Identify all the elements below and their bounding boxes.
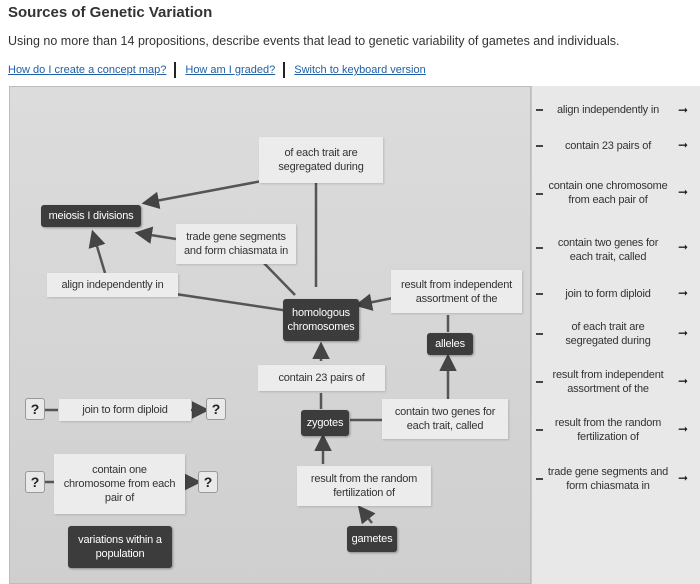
how-graded-link[interactable]: How am I graded?: [185, 64, 276, 76]
help-links: How do I create a concept map? How am I …: [8, 62, 426, 78]
node-alleles[interactable]: alleles: [427, 333, 473, 355]
connection-lines: [44, 176, 457, 525]
panel-item-handle: [536, 109, 543, 111]
panel-item-handle: [536, 333, 543, 335]
create-concept-map-link[interactable]: How do I create a concept map?: [8, 64, 167, 76]
panel-item-handle: [536, 381, 543, 383]
node-of-each-trait[interactable]: of each trait are segregated during: [259, 137, 383, 183]
link-align-to-meiosis: [88, 229, 107, 274]
node-contain-one-chromosome[interactable]: contain one chromosome from each pair of: [54, 454, 185, 514]
linking-phrases-panel[interactable]: [531, 86, 700, 584]
node-trade-gene-segments[interactable]: trade gene segments and form chiasmata i…: [176, 224, 296, 264]
panel-item-handle: [536, 193, 543, 195]
link-homologous-to-trade: [259, 258, 296, 296]
node-contain-23-pairs[interactable]: contain 23 pairs of: [258, 365, 385, 391]
link-divider: [174, 62, 177, 78]
concept-map-canvas[interactable]: of each trait are segregated during meio…: [9, 86, 531, 584]
node-meiosis-divisions[interactable]: meiosis I divisions: [41, 205, 141, 227]
panel-item-handle: [536, 429, 543, 431]
instructions: Using no more than 14 propositions, desc…: [8, 34, 620, 48]
arrow-right-icon: ➞: [678, 240, 689, 254]
arrow-right-icon: ➞: [678, 286, 689, 300]
panel-item-result-random[interactable]: result from the random fertilization of: [554, 417, 662, 443]
page-title: Sources of Genetic Variation: [8, 4, 213, 21]
placeholder-q1[interactable]: ?: [25, 398, 45, 420]
link-homologous-to-align: [161, 290, 290, 313]
arrow-right-icon: ➞: [678, 103, 689, 117]
node-join-diploid[interactable]: join to form diploid: [59, 399, 191, 421]
link-gametes-to-random: [357, 505, 376, 525]
node-zygotes[interactable]: zygotes: [301, 410, 349, 436]
placeholder-q2[interactable]: ?: [206, 398, 226, 420]
link-trade-to-meiosis: [134, 226, 177, 244]
panel-item-handle: [536, 145, 543, 147]
node-homologous-chromosomes[interactable]: homologous chromosomes: [283, 299, 359, 341]
panel-item-trade-gene-segments[interactable]: trade gene segments and form chiasmata i…: [547, 466, 669, 492]
arrow-right-icon: ➞: [678, 374, 689, 388]
panel-item-of-each-trait[interactable]: of each trait are segregated during: [565, 321, 651, 347]
panel-item-result-independent[interactable]: result from independent assortment of th…: [552, 369, 664, 395]
arrow-right-icon: ➞: [678, 138, 689, 152]
node-align-independently[interactable]: align independently in: [47, 273, 178, 297]
arrow-right-icon: ➞: [678, 422, 689, 436]
node-contain-two-genes[interactable]: contain two genes for each trait, called: [382, 399, 508, 439]
panel-item-contain-one-chromosome[interactable]: contain one chromosome from each pair of: [548, 180, 668, 206]
panel-item-contain-two-genes[interactable]: contain two genes for each trait, called: [557, 237, 659, 263]
node-gametes[interactable]: gametes: [347, 526, 397, 552]
placeholder-q4[interactable]: ?: [198, 471, 218, 493]
panel-item-handle: [536, 247, 543, 249]
node-result-independent[interactable]: result from independent assortment of th…: [391, 270, 522, 313]
panel-item-join-diploid[interactable]: join to form diploid: [565, 288, 651, 300]
panel-item-contain-23-pairs[interactable]: contain 23 pairs of: [564, 140, 652, 152]
node-variations-population[interactable]: variations within a population: [68, 526, 172, 568]
placeholder-q3[interactable]: ?: [25, 471, 45, 493]
keyboard-version-link[interactable]: Switch to keyboard version: [294, 64, 426, 76]
link-divider: [283, 62, 286, 78]
arrow-right-icon: ➞: [678, 471, 689, 485]
arrow-right-icon: ➞: [678, 185, 689, 199]
node-result-random-fertilization[interactable]: result from the random fertilization of: [297, 466, 431, 506]
arrow-right-icon: ➞: [678, 326, 689, 340]
panel-item-align-independently[interactable]: align independently in: [556, 104, 660, 116]
panel-item-handle: [536, 478, 543, 480]
panel-item-handle: [536, 293, 543, 295]
link-trait-to-meiosis: [141, 176, 279, 210]
